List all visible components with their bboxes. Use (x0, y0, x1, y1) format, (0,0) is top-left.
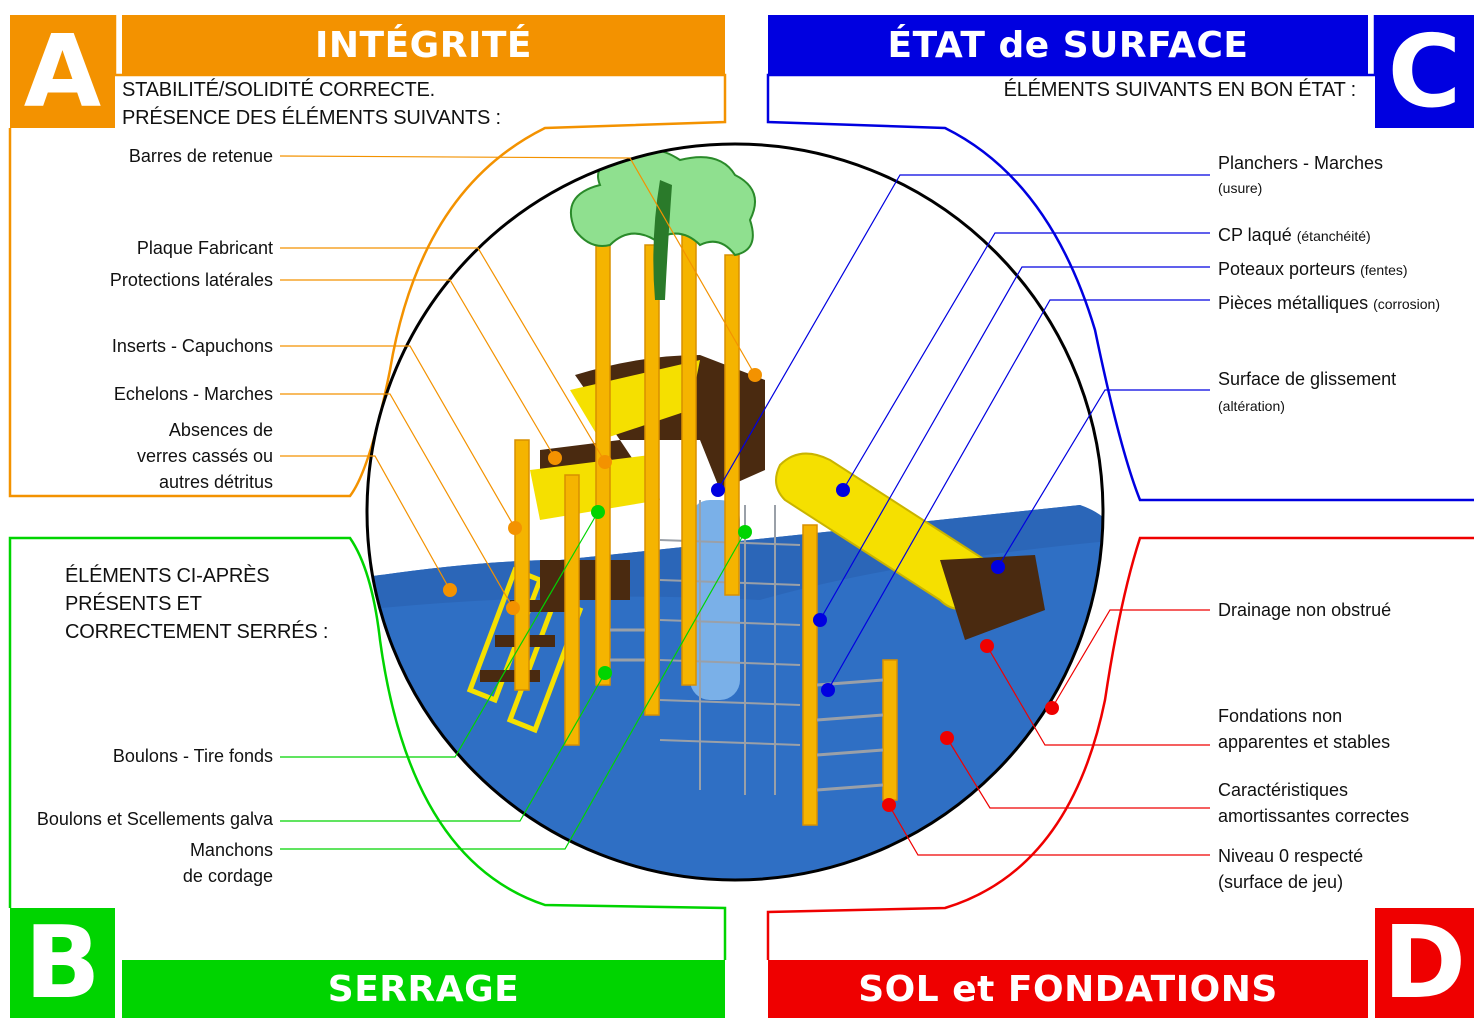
label-boulons-tire-fonds: Boulons - Tire fonds (112, 746, 273, 766)
label-fondations-line-2: apparentes et stables (1218, 732, 1391, 752)
label-cp-laque: CP laqué (étanchéité) (1218, 222, 1371, 249)
section-c-letter: C (1375, 15, 1474, 128)
label-barres-retenue: Barres de retenue (128, 146, 273, 166)
label-manchons-line-2: de cordage (182, 866, 273, 886)
frame-b (8, 536, 727, 960)
leaders-d (888, 609, 1210, 856)
frame-c (766, 15, 1474, 502)
dots-a (443, 368, 762, 615)
dots-d (882, 639, 1059, 812)
label-caracteristiques-line-2: amortissantes correctes (1218, 806, 1410, 826)
label-drainage: Drainage non obstrué (1218, 600, 1392, 620)
section-b-header-line-2: PRÉSENTS ET (65, 593, 202, 615)
dots-b (591, 505, 752, 680)
diagram-circle (365, 142, 1105, 882)
label-surface-glissement: Surface de glissement (1218, 366, 1396, 393)
section-c-header-line-1: ÉLÉMENTS SUIVANTS EN BON ÉTAT : (1003, 79, 1357, 101)
section-b-header-line-3: CORRECTEMENT SERRÉS : (65, 621, 329, 643)
section-a-header-line-2: PRÉSENCE DES ÉLÉMENTS SUIVANTS : (122, 107, 501, 129)
label-absences-line-1: Absences de (168, 420, 273, 440)
leaders-a (279, 155, 756, 609)
playground-illustration (367, 144, 1103, 880)
section-a-letter: A (10, 15, 115, 128)
section-b-title: SERRAGE (122, 960, 725, 1018)
section-b-letter: B (10, 908, 115, 1018)
leaders-c (717, 174, 1210, 691)
label-pieces-metalliques-sub: (corrosion) (1373, 296, 1440, 312)
label-manchons-line-1: Manchons (189, 840, 273, 860)
label-niveau-line-1: Niveau 0 respecté (1218, 846, 1364, 866)
label-plaque-fabricant: Plaque Fabricant (136, 238, 273, 258)
leaders-b (280, 511, 746, 850)
section-a-title: INTÉGRITÉ (122, 15, 725, 75)
label-pieces-metalliques-text: Pièces métalliques (1218, 293, 1374, 313)
section-a-header-line-1: STABILITÉ/SOLIDITÉ CORRECTE. (122, 79, 435, 101)
label-cp-laque-text: CP laqué (1218, 225, 1297, 245)
label-alteration-sub: (altération) (1218, 398, 1285, 414)
label-poteaux-porteurs-text: Poteaux porteurs (1218, 259, 1361, 279)
label-poteaux-porteurs-sub: (fentes) (1360, 262, 1408, 278)
label-absences-line-2: verres cassés ou (136, 446, 273, 466)
label-usure: (usure) (1218, 174, 1262, 201)
dots-c (711, 483, 1005, 697)
section-b-header-line-1: ÉLÉMENTS CI-APRÈS (65, 565, 270, 587)
label-boulons-scellements: Boulons et Scellements galva (36, 809, 273, 829)
label-surface-glissement-text: Surface de glissement (1218, 369, 1397, 389)
label-echelons-marches: Echelons - Marches (113, 384, 273, 404)
frame-a (8, 15, 727, 498)
label-cp-laque-sub: (étanchéité) (1296, 228, 1371, 244)
label-poteaux-porteurs: Poteaux porteurs (fentes) (1218, 256, 1408, 283)
label-protections-laterales: Protections latérales (109, 270, 273, 290)
section-d-title: SOL et FONDATIONS (768, 960, 1368, 1018)
label-planchers-marches: Planchers - Marches (1218, 150, 1383, 177)
label-niveau-line-2: (surface de jeu) (1218, 872, 1344, 892)
section-d-letter: D (1375, 908, 1474, 1018)
label-inserts-capuchons: Inserts - Capuchons (111, 336, 273, 356)
label-pieces-metalliques: Pièces métalliques (corrosion) (1218, 290, 1440, 317)
label-caracteristiques-line-1: Caractéristiques (1218, 780, 1349, 800)
label-planchers-marches-text: Planchers - Marches (1218, 153, 1384, 173)
label-usure-sub: (usure) (1218, 180, 1263, 196)
label-fondations-line-1: Fondations non (1218, 706, 1343, 726)
section-c-title: ÉTAT de SURFACE (768, 15, 1368, 75)
label-alteration: (altération) (1218, 392, 1285, 419)
frame-d (766, 536, 1474, 960)
label-absences-line-3: autres détritus (158, 472, 273, 492)
